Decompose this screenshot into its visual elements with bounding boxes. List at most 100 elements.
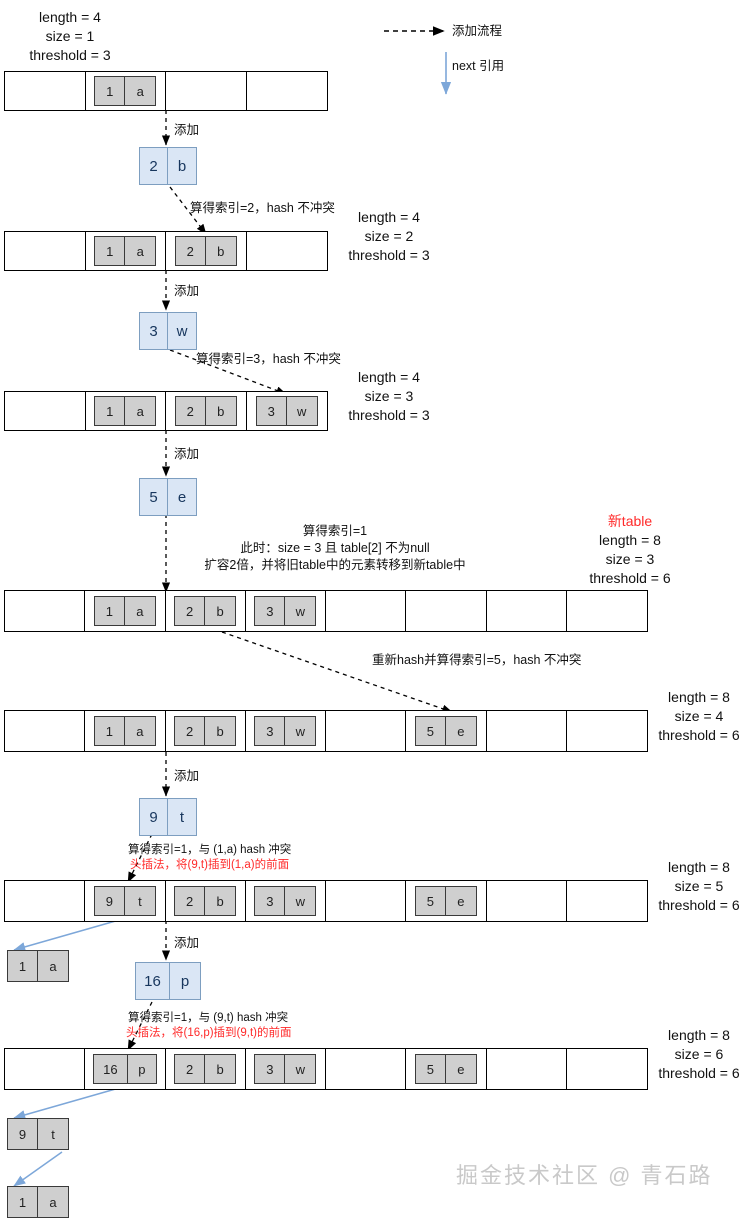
new-entry-node-3w[interactable]: 3 w xyxy=(139,312,197,350)
hash-table-step6[interactable]: 9 t 2 b 3 w 5 e xyxy=(4,880,648,922)
entry-node[interactable]: 1 a xyxy=(93,716,156,746)
legend-flow-label: 添加流程 xyxy=(452,24,503,38)
table-cell-1[interactable]: 1 a xyxy=(86,392,166,430)
table-cell-7[interactable] xyxy=(567,711,647,751)
table-cell-3[interactable]: 3 w xyxy=(246,1049,326,1089)
entry-node[interactable]: 3 w xyxy=(254,596,317,626)
table-cell-5[interactable]: 5 e xyxy=(406,1049,487,1089)
table-cell-0[interactable] xyxy=(5,1049,86,1089)
add-label-2: 添加 xyxy=(174,284,200,298)
new-entry-node-5e[interactable]: 5 e xyxy=(139,478,197,516)
hash-table-step3[interactable]: 1 a 2 b 3 w xyxy=(4,391,328,431)
entry-node[interactable]: 3 w xyxy=(254,886,317,916)
entry-node[interactable]: 2 b xyxy=(174,396,237,426)
entry-node[interactable]: 1 a xyxy=(94,396,157,426)
stats-threshold: threshold = 6 xyxy=(658,727,740,743)
chain-node-1a[interactable]: 1 a xyxy=(7,1186,69,1218)
table-cell-0[interactable] xyxy=(5,72,86,110)
table-cell-2[interactable]: 2 b xyxy=(166,232,247,270)
new-entry-value: w xyxy=(176,322,188,340)
table-cell-2[interactable]: 2 b xyxy=(166,1049,246,1089)
hash-table-step2[interactable]: 1 a 2 b xyxy=(4,231,328,271)
table-cell-0[interactable] xyxy=(5,711,86,751)
table-cell-3[interactable] xyxy=(247,232,328,270)
entry-value: a xyxy=(136,403,144,419)
add-label-1: 添加 xyxy=(174,123,200,137)
table-cell-0[interactable] xyxy=(5,591,86,631)
entry-value: a xyxy=(136,243,144,259)
table-cell-3[interactable]: 3 w xyxy=(246,711,326,751)
table-cell-3[interactable]: 3 w xyxy=(247,392,328,430)
table-cell-4[interactable] xyxy=(326,881,407,921)
table-cell-2[interactable]: 2 b xyxy=(166,591,246,631)
table-cell-6[interactable] xyxy=(487,1049,567,1089)
table-cell-2[interactable]: 2 b xyxy=(166,392,247,430)
table-cell-3[interactable] xyxy=(247,72,328,110)
hash-table-step5[interactable]: 1 a 2 b 3 w 5 e xyxy=(4,710,648,752)
table-cell-2[interactable]: 2 b xyxy=(166,881,246,921)
table-cell-5[interactable]: 5 e xyxy=(406,711,487,751)
table-cell-6[interactable] xyxy=(487,881,567,921)
table-cell-1[interactable]: 1 a xyxy=(85,591,166,631)
table-cell-4[interactable] xyxy=(326,1049,407,1089)
table-cell-1[interactable]: 1 a xyxy=(85,711,166,751)
entry-value: w xyxy=(297,403,307,419)
table-cell-3[interactable]: 3 w xyxy=(246,591,326,631)
hash-table-step1[interactable]: 1 a xyxy=(4,71,328,111)
entry-node[interactable]: 16 p xyxy=(92,1054,157,1084)
table-cell-0[interactable] xyxy=(5,881,86,921)
hash-table-step7[interactable]: 16 p 2 b 3 w 5 e xyxy=(4,1048,648,1090)
entry-node[interactable]: 2 b xyxy=(174,236,237,266)
entry-value: w xyxy=(295,893,306,909)
entry-value: w xyxy=(295,603,306,619)
entry-node[interactable]: 5 e xyxy=(414,886,477,916)
stats-step7: length = 8 size = 6 threshold = 6 xyxy=(650,1026,748,1083)
stats-size: size = 5 xyxy=(674,878,724,894)
stats-size: size = 3 xyxy=(605,551,655,567)
table-cell-0[interactable] xyxy=(5,232,86,270)
table-cell-6[interactable] xyxy=(487,591,567,631)
table-cell-4[interactable] xyxy=(326,711,407,751)
chain-node-9t[interactable]: 9 t xyxy=(7,1118,69,1150)
new-entry-value: e xyxy=(177,488,187,506)
chain-node-1a[interactable]: 1 a xyxy=(7,950,69,982)
stats-length: length = 8 xyxy=(599,532,661,548)
table-cell-1[interactable]: 1 a xyxy=(86,72,166,110)
hash-table-step4[interactable]: 1 a 2 b 3 w xyxy=(4,590,648,632)
entry-node[interactable]: 3 w xyxy=(255,396,318,426)
table-cell-6[interactable] xyxy=(487,711,567,751)
table-cell-1[interactable]: 16 p xyxy=(85,1049,166,1089)
table-cell-5[interactable] xyxy=(406,591,487,631)
entry-node[interactable]: 1 a xyxy=(93,596,156,626)
table-cell-7[interactable] xyxy=(567,591,647,631)
entry-node[interactable]: 2 b xyxy=(174,1054,237,1084)
table-cell-1[interactable]: 1 a xyxy=(86,232,166,270)
table-cell-4[interactable] xyxy=(326,591,407,631)
table-cell-3[interactable]: 3 w xyxy=(246,881,326,921)
entry-node[interactable]: 5 e xyxy=(414,716,477,746)
entry-key: 2 xyxy=(175,717,206,745)
note-step5: 重新hash并算得索引=5，hash 不冲突 xyxy=(372,653,582,667)
entry-node[interactable]: 2 b xyxy=(174,716,237,746)
entry-node[interactable]: 3 w xyxy=(254,716,317,746)
table-cell-2[interactable]: 2 b xyxy=(166,711,246,751)
table-cell-0[interactable] xyxy=(5,392,86,430)
entry-node[interactable]: 5 e xyxy=(414,1054,477,1084)
entry-node[interactable]: 9 t xyxy=(93,886,156,916)
entry-node[interactable]: 3 w xyxy=(254,1054,317,1084)
entry-node[interactable]: 2 b xyxy=(174,596,237,626)
table-cell-7[interactable] xyxy=(567,1049,647,1089)
table-cell-1[interactable]: 9 t xyxy=(85,881,166,921)
entry-node[interactable]: 1 a xyxy=(94,76,157,106)
new-entry-node-16p[interactable]: 16 p xyxy=(135,962,201,1000)
table-cell-7[interactable] xyxy=(567,881,647,921)
entry-key: 5 xyxy=(416,717,446,745)
table-cell-5[interactable]: 5 e xyxy=(406,881,487,921)
new-entry-node-9t[interactable]: 9 t xyxy=(139,798,197,836)
table-cell-2[interactable] xyxy=(166,72,247,110)
entry-key: 1 xyxy=(95,77,126,105)
new-entry-node-2b[interactable]: 2 b xyxy=(139,147,197,185)
entry-node[interactable]: 2 b xyxy=(174,886,237,916)
entry-node[interactable]: 1 a xyxy=(94,236,157,266)
stats-length: length = 4 xyxy=(358,369,420,385)
